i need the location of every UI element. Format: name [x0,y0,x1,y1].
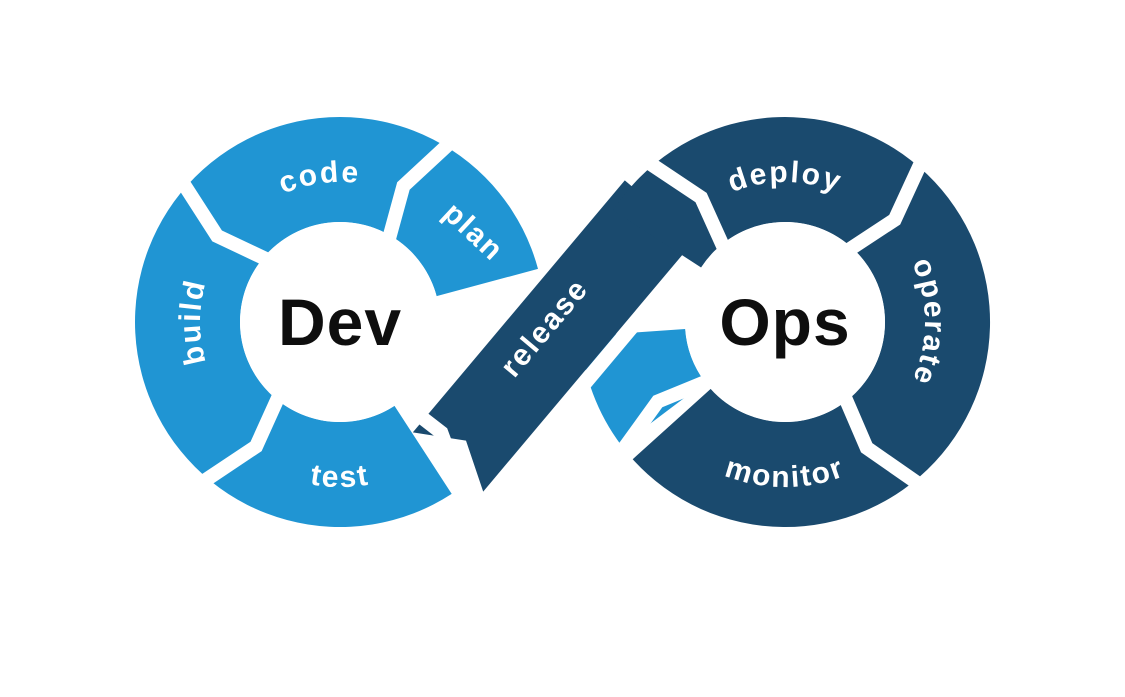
gap-deploy-operate [837,153,931,261]
gap-release-deploy [639,153,734,259]
gap-operate-monitor [835,386,928,494]
release-band [412,180,696,492]
gap-monitor-plan [611,370,720,462]
release-band-gap [535,274,678,440]
gap-build-code [173,173,278,270]
ops-center-circle [685,222,885,422]
dev-center-circle [240,222,440,422]
gap-code-plan [379,133,460,250]
ops-label: Ops [719,285,850,359]
gap-test-release [386,388,472,501]
gap-test-build [194,385,289,491]
label-test: test [308,459,371,495]
dev-label: Dev [278,285,402,359]
dev-loop-ring [134,117,538,528]
